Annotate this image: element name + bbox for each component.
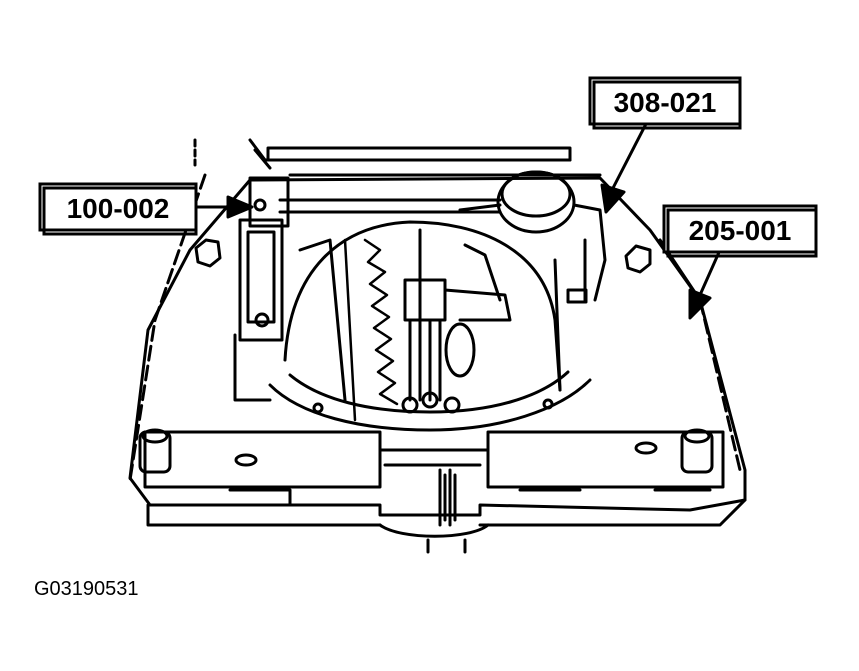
callout-leader-100-002 bbox=[194, 195, 254, 219]
top-bracket bbox=[248, 138, 602, 214]
callout-leader-205-001 bbox=[688, 248, 722, 320]
callout-label-308-021: 308-021 bbox=[614, 87, 717, 118]
bottom-bars bbox=[138, 428, 725, 507]
callout-label-100-002: 100-002 bbox=[67, 193, 170, 224]
pinion-shaft-housing bbox=[378, 448, 490, 554]
callout-205-001: 205-001 bbox=[662, 204, 818, 258]
callout-100-002: 100-002 bbox=[38, 182, 198, 236]
housing-base-plate bbox=[128, 138, 747, 527]
pinion-carrier bbox=[401, 228, 512, 414]
callout-308-021: 308-021 bbox=[588, 76, 742, 130]
ring-gear-teeth bbox=[343, 238, 399, 422]
callout-leader-308-021 bbox=[600, 118, 650, 214]
callout-label-205-001: 205-001 bbox=[689, 215, 792, 246]
plate-bolts bbox=[194, 238, 652, 414]
differential-case bbox=[268, 220, 592, 432]
dial-indicator bbox=[458, 170, 607, 304]
figure-id: G03190531 bbox=[34, 578, 139, 600]
left-fixture bbox=[233, 176, 290, 402]
